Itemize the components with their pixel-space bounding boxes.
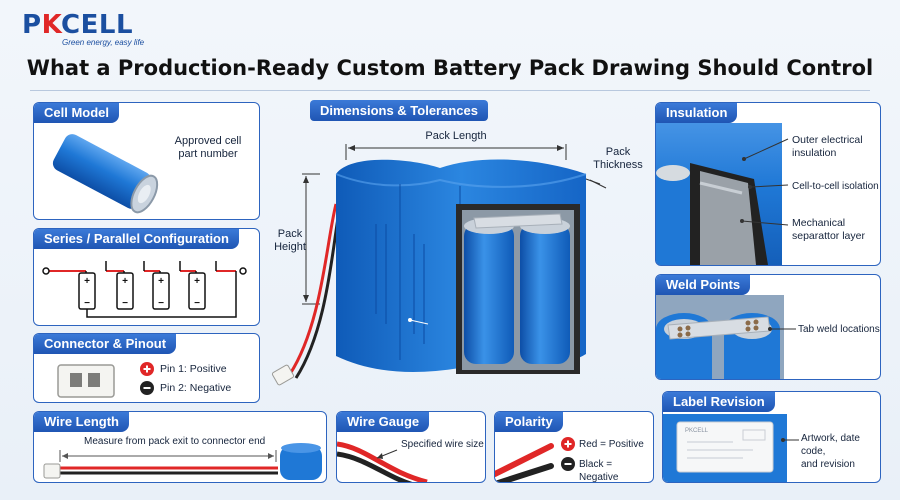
wire-length-drawing: [43, 443, 322, 480]
wire-gauge-note: Specified wire size: [401, 439, 484, 450]
title-divider: [30, 90, 870, 91]
insulation-cutaway: [656, 123, 782, 265]
polarity-red-label: Red = Positive: [579, 439, 644, 450]
cylindrical-cell-icon: [52, 134, 159, 214]
brand-logo: PKCELL Green energy, easy life: [22, 12, 144, 47]
wire-gauge-drawing: [337, 441, 428, 482]
svg-text:−: −: [84, 298, 90, 309]
page-title: What a Production-Ready Custom Battery P…: [26, 56, 874, 80]
weld-points-drawing: [656, 295, 784, 379]
panel-label-revision: Label Revision PKCELL Artwork, date code…: [662, 391, 881, 483]
pack-length-label: Pack Length: [425, 130, 487, 142]
panel-insulation: Insulation Outer electrical insulation C…: [655, 102, 881, 266]
plus-icon: [561, 437, 575, 451]
insulation-leaders: [740, 138, 789, 226]
panel-title: Wire Gauge: [337, 412, 430, 432]
wire-length-note: Measure from pack exit to connector end: [84, 436, 266, 447]
minus-icon: [561, 457, 575, 471]
panel-title: Polarity: [495, 412, 563, 432]
panel-title: Connector & Pinout: [34, 334, 177, 354]
panel-title: Series / Parallel Configuration: [34, 229, 239, 249]
circuit-diagram: + − + − + − + −: [42, 261, 247, 318]
svg-text:−: −: [158, 298, 164, 309]
panel-title: Insulation: [656, 103, 738, 123]
svg-text:+: +: [158, 276, 164, 287]
panel-connector-pinout: Connector & Pinout Pin 1: Positive Pin 2…: [33, 333, 260, 403]
panel-title: Wire Length: [34, 412, 129, 432]
panel-title: Label Revision: [663, 392, 775, 412]
polarity-black-label: Black = Negative: [579, 459, 619, 483]
label-leader: [781, 438, 799, 442]
svg-text:−: −: [194, 298, 200, 309]
svg-text:−: −: [122, 298, 128, 309]
panel-wire-length: Wire Length Measure from pack exit to co…: [33, 411, 327, 483]
plus-icon: [140, 362, 154, 376]
panel-title: Cell Model: [34, 103, 120, 123]
tab-weld-label: Tab weld locations: [798, 324, 880, 335]
brand-name: PKCELL: [22, 10, 134, 40]
pin1-label: Pin 1: Positive: [160, 363, 227, 375]
svg-text:+: +: [194, 276, 200, 287]
panel-title: Weld Points: [656, 275, 751, 295]
mechanical-separator-label: Mechanical separattor layer: [792, 217, 865, 242]
panel-polarity: Polarity Red = Positive Black = Negative: [494, 411, 654, 483]
cell-to-cell-isolation-label: Cell-to-cell isolation: [792, 181, 879, 192]
svg-text:+: +: [122, 276, 128, 287]
weld-leader: [768, 327, 796, 331]
label-brand-text: PKCELL: [685, 428, 709, 434]
pin2-label: Pin 2: Negative: [160, 382, 232, 394]
pack-height-label: Pack Height: [274, 228, 306, 253]
outer-insulation-label: Outer electrical insulation: [792, 134, 863, 159]
cell-model-note: Approved cell part number: [174, 135, 242, 160]
label-revision-note: Artwork, date code, and revision: [801, 433, 860, 470]
panel-series-parallel: Series / Parallel Configuration + − + − + −…: [33, 228, 260, 326]
battery-pack-illustration: [271, 144, 607, 386]
polarity-wires: [495, 443, 554, 482]
minus-icon: [140, 381, 154, 395]
panel-cell-model: Cell Model Approved cell part number: [33, 102, 260, 220]
connector-icon: [57, 364, 115, 398]
label-drawing: [663, 414, 787, 482]
brand-tagline: Green energy, easy life: [62, 38, 145, 47]
panel-wire-gauge: Wire Gauge Specified wire size: [336, 411, 486, 483]
pack-thickness-label: Pack Thickness: [593, 146, 643, 171]
panel-weld-points: Weld Points Tab weld locations: [655, 274, 881, 380]
dimensions-badge: Dimensions & Tolerances: [310, 100, 488, 121]
svg-text:+: +: [84, 276, 90, 287]
